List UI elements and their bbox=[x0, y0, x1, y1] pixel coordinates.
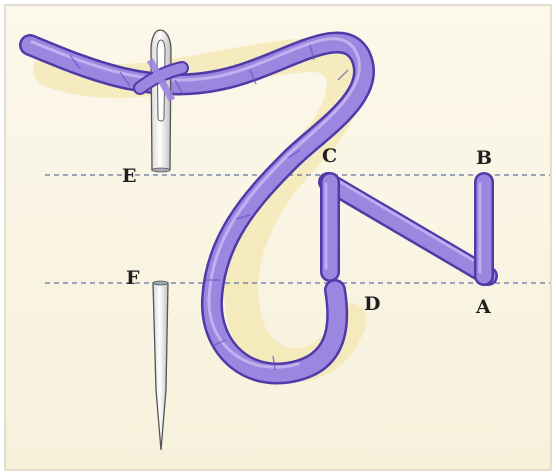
label-a: A bbox=[475, 296, 491, 318]
label-d: D bbox=[364, 293, 380, 315]
label-b: B bbox=[476, 147, 492, 169]
label-f: F bbox=[126, 267, 140, 289]
label-e: E bbox=[122, 165, 136, 187]
label-c: C bbox=[322, 145, 337, 167]
